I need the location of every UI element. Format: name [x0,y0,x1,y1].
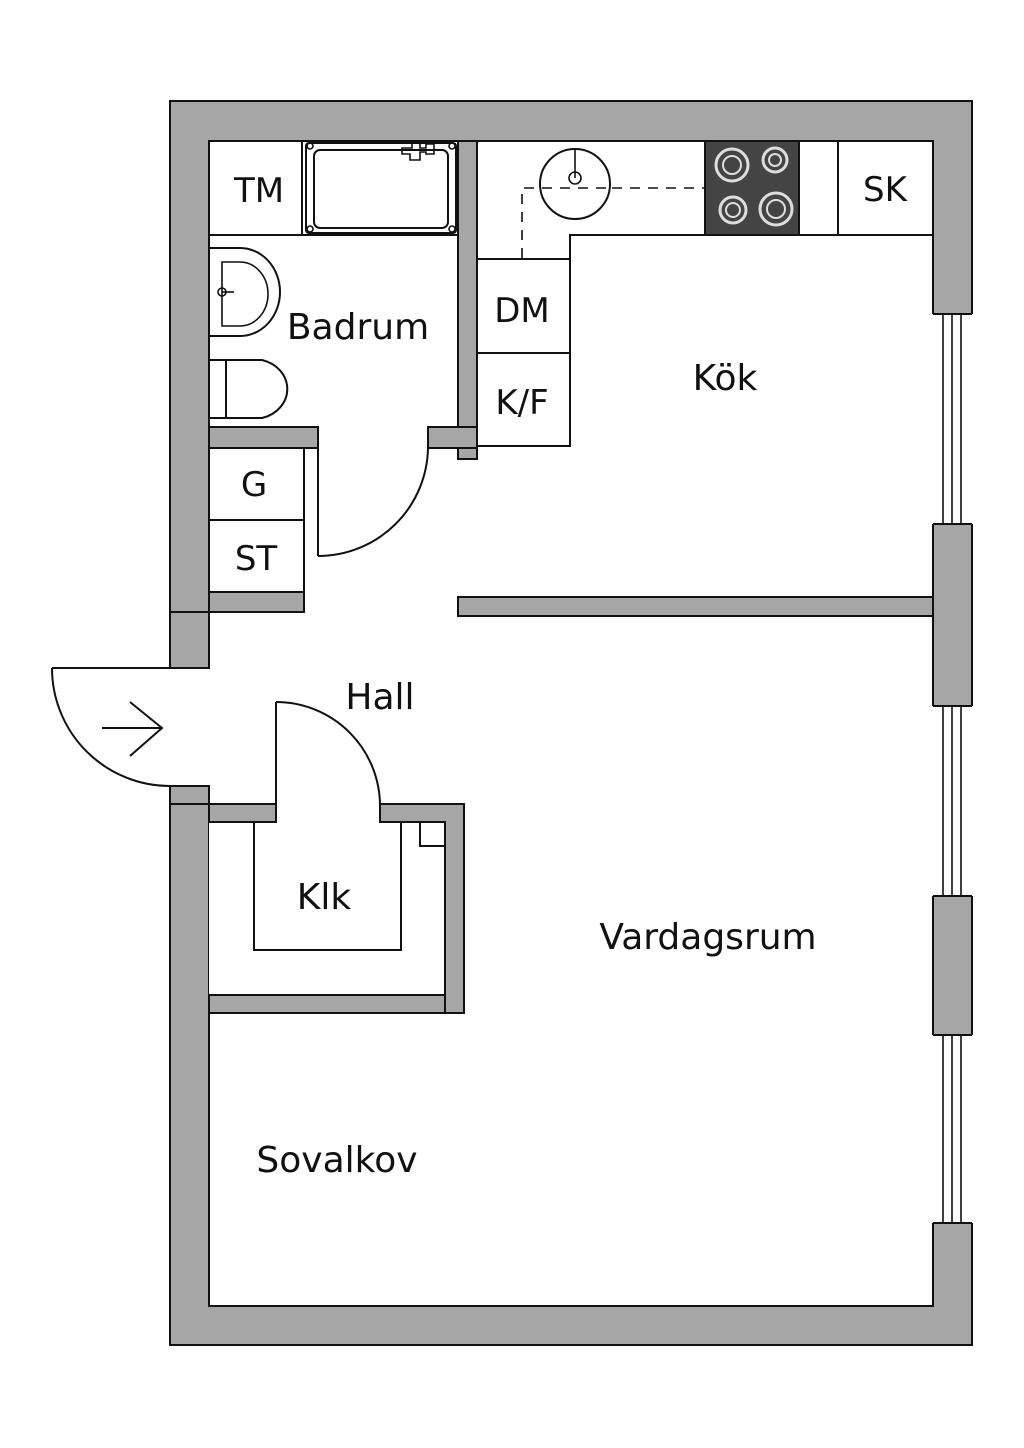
window-vardagsrum-1 [932,705,974,897]
bathtub-icon [305,141,457,234]
room-label-kok: Kök [693,358,758,399]
sink-icon [539,148,611,220]
room-label-vardagsrum: Vardagsrum [599,917,816,958]
kitchen-counter [476,140,933,447]
fixture-label-kf: K/F [495,383,548,423]
fixture-label-tm: TM [233,171,284,211]
fixture-label-dm: DM [494,291,550,331]
entrance-arrow-icon [102,701,164,757]
bathroom-fixtures [208,140,459,419]
washbasin-icon [209,247,281,337]
room-label-sovalkov: Sovalkov [256,1140,417,1181]
window-kok [932,313,974,525]
window-vardagsrum-2 [932,1034,974,1224]
room-label-badrum: Badrum [287,307,429,348]
bathroom-door [317,447,429,557]
entrance-opening [168,668,211,786]
fixture-label-sk: SK [863,170,909,210]
room-label-klk: Klk [297,877,352,918]
room-label-hall: Hall [345,677,414,718]
fixture-label-g: G [241,465,267,505]
closet-door [275,701,381,807]
toilet-icon [209,359,289,419]
entrance-door [51,667,171,787]
stove-icon [704,140,800,236]
closet-shelf [253,822,402,951]
fixture-label-st: ST [235,539,278,579]
